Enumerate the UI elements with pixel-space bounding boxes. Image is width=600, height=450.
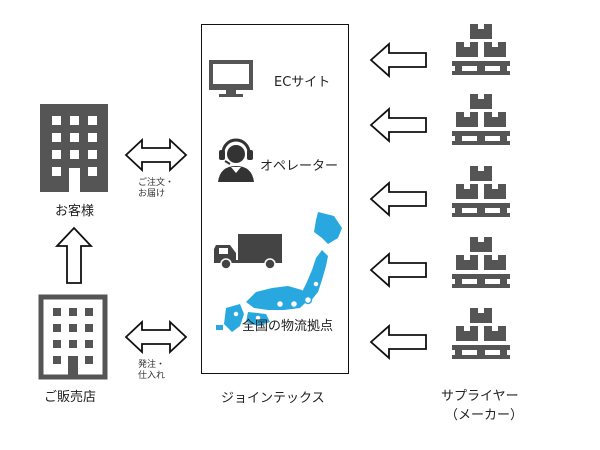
truck-icon (214, 234, 282, 270)
supplier-label-line2: （メーカー） (445, 408, 524, 423)
customer-double-arrow-icon (124, 138, 188, 172)
pallet-boxes-icon (452, 94, 510, 145)
customer-flow-note-1: ご注文・ (138, 178, 175, 188)
supplier-label-line1: サプライヤー (441, 389, 519, 404)
platform-box: ECサイト オペレーター (201, 24, 349, 374)
left-arrow-icon (369, 42, 427, 78)
pallet-boxes-icon (452, 308, 510, 359)
customer-flow-note-2: お届け (138, 189, 166, 199)
customer-building-icon (40, 104, 108, 192)
platform-label: ジョインテックス (221, 391, 325, 406)
up-arrow-icon (54, 226, 94, 284)
monitor-icon (209, 60, 253, 97)
operator-label: オペレーター (260, 159, 339, 174)
japan-map-icon (224, 212, 342, 332)
left-arrow-icon (369, 181, 427, 217)
pallet-boxes-icon (452, 24, 510, 75)
retailer-double-arrow-icon (124, 320, 188, 354)
ec-site-label: ECサイト (274, 75, 331, 90)
retailer-flow-note-2: 仕入れ (138, 371, 166, 381)
pallet-boxes-icon (452, 237, 510, 288)
retailer-flow-note-1: 発注・ (138, 360, 166, 370)
left-arrow-icon (369, 107, 427, 143)
logistics-label: 全国の物流拠点 (242, 319, 334, 334)
customer-label: お客様 (55, 204, 95, 219)
left-arrow-icon (369, 324, 427, 360)
logistics-marker (216, 325, 223, 330)
retailer-building-icon (38, 294, 108, 380)
operator-headset-icon (218, 138, 254, 182)
pallet-boxes-icon (452, 166, 510, 217)
left-arrow-icon (369, 252, 427, 288)
retailer-label: ご販売店 (44, 390, 97, 405)
